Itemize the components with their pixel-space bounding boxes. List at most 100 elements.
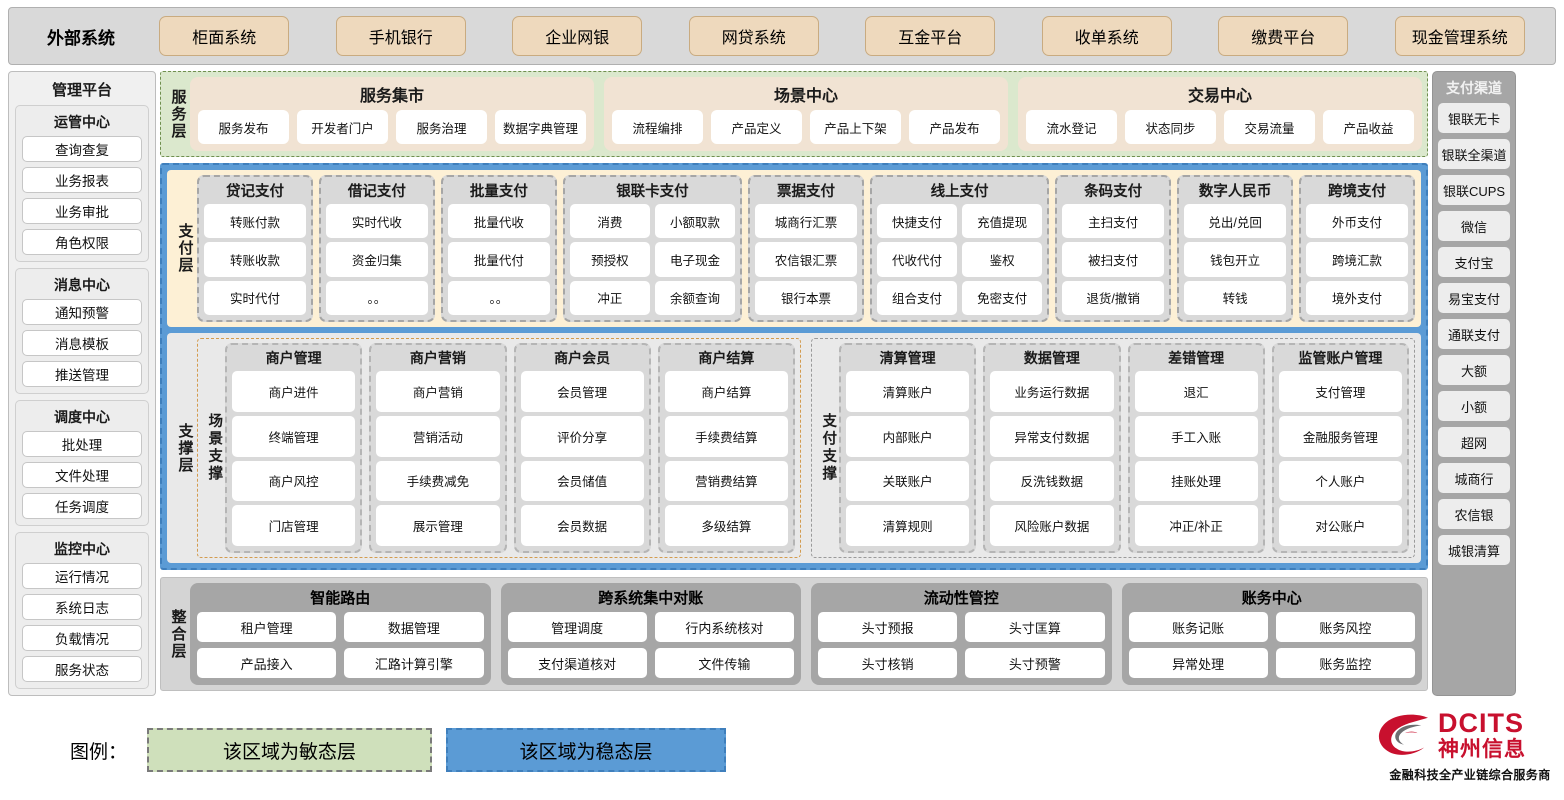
service-item[interactable]: 产品发布: [909, 110, 1000, 144]
support-item[interactable]: 对公账户: [1278, 505, 1402, 546]
payment-item[interactable]: 境外支付: [1306, 280, 1409, 315]
payment-item[interactable]: 农信银汇票: [755, 242, 857, 277]
payment-channel-item[interactable]: 微信: [1438, 211, 1510, 241]
external-system-chip[interactable]: 网贷系统: [688, 16, 819, 56]
payment-item[interactable]: 跨境汇款: [1306, 242, 1409, 277]
support-item[interactable]: 会员数据: [520, 505, 644, 546]
payment-item[interactable]: 兑出/兑回: [1184, 204, 1287, 239]
integration-item[interactable]: 管理调度: [507, 612, 647, 642]
support-item[interactable]: 商户进件: [232, 371, 356, 412]
service-item[interactable]: 开发者门户: [297, 110, 388, 144]
payment-item[interactable]: 。。: [325, 280, 428, 315]
integration-item[interactable]: 文件传输: [654, 648, 794, 678]
integration-item[interactable]: 产品接入: [197, 648, 337, 678]
support-item[interactable]: 异常支付数据: [990, 415, 1114, 457]
payment-channel-item[interactable]: 通联支付: [1438, 319, 1510, 349]
service-item[interactable]: 交易流量: [1224, 110, 1315, 144]
payment-channel-item[interactable]: 支付宝: [1438, 247, 1510, 277]
support-item[interactable]: 手续费减免: [376, 460, 500, 502]
external-system-chip[interactable]: 企业网银: [512, 16, 643, 56]
payment-item[interactable]: 外币支付: [1306, 204, 1409, 239]
management-item[interactable]: 业务报表: [22, 167, 142, 193]
management-item[interactable]: 服务状态: [22, 656, 142, 682]
support-item[interactable]: 门店管理: [232, 505, 356, 546]
management-item[interactable]: 消息模板: [22, 330, 142, 356]
management-item[interactable]: 通知预警: [22, 299, 142, 325]
service-item[interactable]: 服务治理: [396, 110, 487, 144]
support-item[interactable]: 会员储值: [520, 460, 644, 502]
payment-channel-item[interactable]: 小额: [1438, 391, 1510, 421]
service-item[interactable]: 流程编排: [612, 110, 703, 144]
external-system-chip[interactable]: 现金管理系统: [1394, 16, 1525, 56]
support-item[interactable]: 金融服务管理: [1278, 415, 1402, 457]
management-item[interactable]: 业务审批: [22, 198, 142, 224]
integration-item[interactable]: 支付渠道核对: [507, 648, 647, 678]
payment-item[interactable]: 小额取款: [654, 204, 736, 239]
support-item[interactable]: 反洗钱数据: [990, 460, 1114, 502]
payment-channel-item[interactable]: 银联无卡: [1438, 103, 1510, 133]
management-item[interactable]: 运行情况: [22, 563, 142, 589]
payment-item[interactable]: 转账付款: [204, 204, 306, 239]
support-item[interactable]: 关联账户: [846, 460, 970, 502]
external-system-chip[interactable]: 手机银行: [335, 16, 466, 56]
support-item[interactable]: 业务运行数据: [990, 371, 1114, 412]
payment-item[interactable]: 批量代收: [447, 204, 550, 239]
payment-channel-item[interactable]: 城银清算: [1438, 535, 1510, 565]
payment-channel-item[interactable]: 银联全渠道: [1438, 139, 1510, 169]
payment-item[interactable]: 批量代付: [447, 242, 550, 277]
payment-item[interactable]: 代收代付: [876, 242, 958, 277]
management-item[interactable]: 负载情况: [22, 625, 142, 651]
management-item[interactable]: 文件处理: [22, 462, 142, 488]
service-item[interactable]: 服务发布: [198, 110, 289, 144]
support-item[interactable]: 手续费结算: [664, 415, 788, 457]
support-item[interactable]: 个人账户: [1278, 460, 1402, 502]
service-item[interactable]: 产品收益: [1323, 110, 1414, 144]
external-system-chip[interactable]: 互金平台: [865, 16, 996, 56]
service-item[interactable]: 数据字典管理: [495, 110, 586, 144]
support-item[interactable]: 展示管理: [376, 505, 500, 546]
management-item[interactable]: 系统日志: [22, 594, 142, 620]
payment-item[interactable]: 组合支付: [876, 280, 958, 315]
support-item[interactable]: 退汇: [1134, 371, 1258, 412]
payment-channel-item[interactable]: 银联CUPS: [1438, 175, 1510, 205]
support-item[interactable]: 评价分享: [520, 415, 644, 457]
service-item[interactable]: 流水登记: [1026, 110, 1117, 144]
payment-item[interactable]: 银行本票: [755, 280, 857, 315]
payment-channel-item[interactable]: 城商行: [1438, 463, 1510, 493]
service-item[interactable]: 产品上下架: [810, 110, 901, 144]
payment-item[interactable]: 消费: [569, 204, 650, 239]
payment-item[interactable]: 钱包开立: [1184, 242, 1287, 277]
service-item[interactable]: 状态同步: [1125, 110, 1216, 144]
support-item[interactable]: 手工入账: [1134, 415, 1258, 457]
payment-item[interactable]: 实时代收: [325, 204, 428, 239]
external-system-chip[interactable]: 收单系统: [1041, 16, 1172, 56]
support-item[interactable]: 冲正/补正: [1134, 505, 1258, 546]
support-item[interactable]: 终端管理: [232, 415, 356, 457]
support-item[interactable]: 清算规则: [846, 505, 970, 546]
payment-item[interactable]: 资金归集: [325, 242, 428, 277]
integration-item[interactable]: 异常处理: [1128, 648, 1268, 678]
management-item[interactable]: 批处理: [22, 431, 142, 457]
integration-item[interactable]: 账务记账: [1128, 612, 1268, 642]
external-system-chip[interactable]: 缴费平台: [1218, 16, 1349, 56]
integration-item[interactable]: 头寸核销: [818, 648, 958, 678]
integration-item[interactable]: 头寸匡算: [965, 612, 1105, 642]
support-item[interactable]: 清算账户: [846, 371, 970, 412]
support-item[interactable]: 营销费结算: [664, 460, 788, 502]
support-item[interactable]: 挂账处理: [1134, 460, 1258, 502]
payment-item[interactable]: 退货/撤销: [1062, 280, 1165, 315]
management-item[interactable]: 角色权限: [22, 229, 142, 255]
payment-item[interactable]: 城商行汇票: [755, 204, 857, 239]
integration-item[interactable]: 租户管理: [197, 612, 337, 642]
support-item[interactable]: 商户营销: [376, 371, 500, 412]
management-item[interactable]: 推送管理: [22, 361, 142, 387]
payment-item[interactable]: 余额查询: [654, 280, 736, 315]
support-item[interactable]: 内部账户: [846, 415, 970, 457]
support-item[interactable]: 支付管理: [1278, 371, 1402, 412]
payment-item[interactable]: 鉴权: [962, 242, 1043, 277]
support-item[interactable]: 会员管理: [520, 371, 644, 412]
support-item[interactable]: 商户风控: [232, 460, 356, 502]
payment-item[interactable]: 实时代付: [204, 280, 306, 315]
payment-item[interactable]: 主扫支付: [1062, 204, 1165, 239]
payment-channel-item[interactable]: 超网: [1438, 427, 1510, 457]
